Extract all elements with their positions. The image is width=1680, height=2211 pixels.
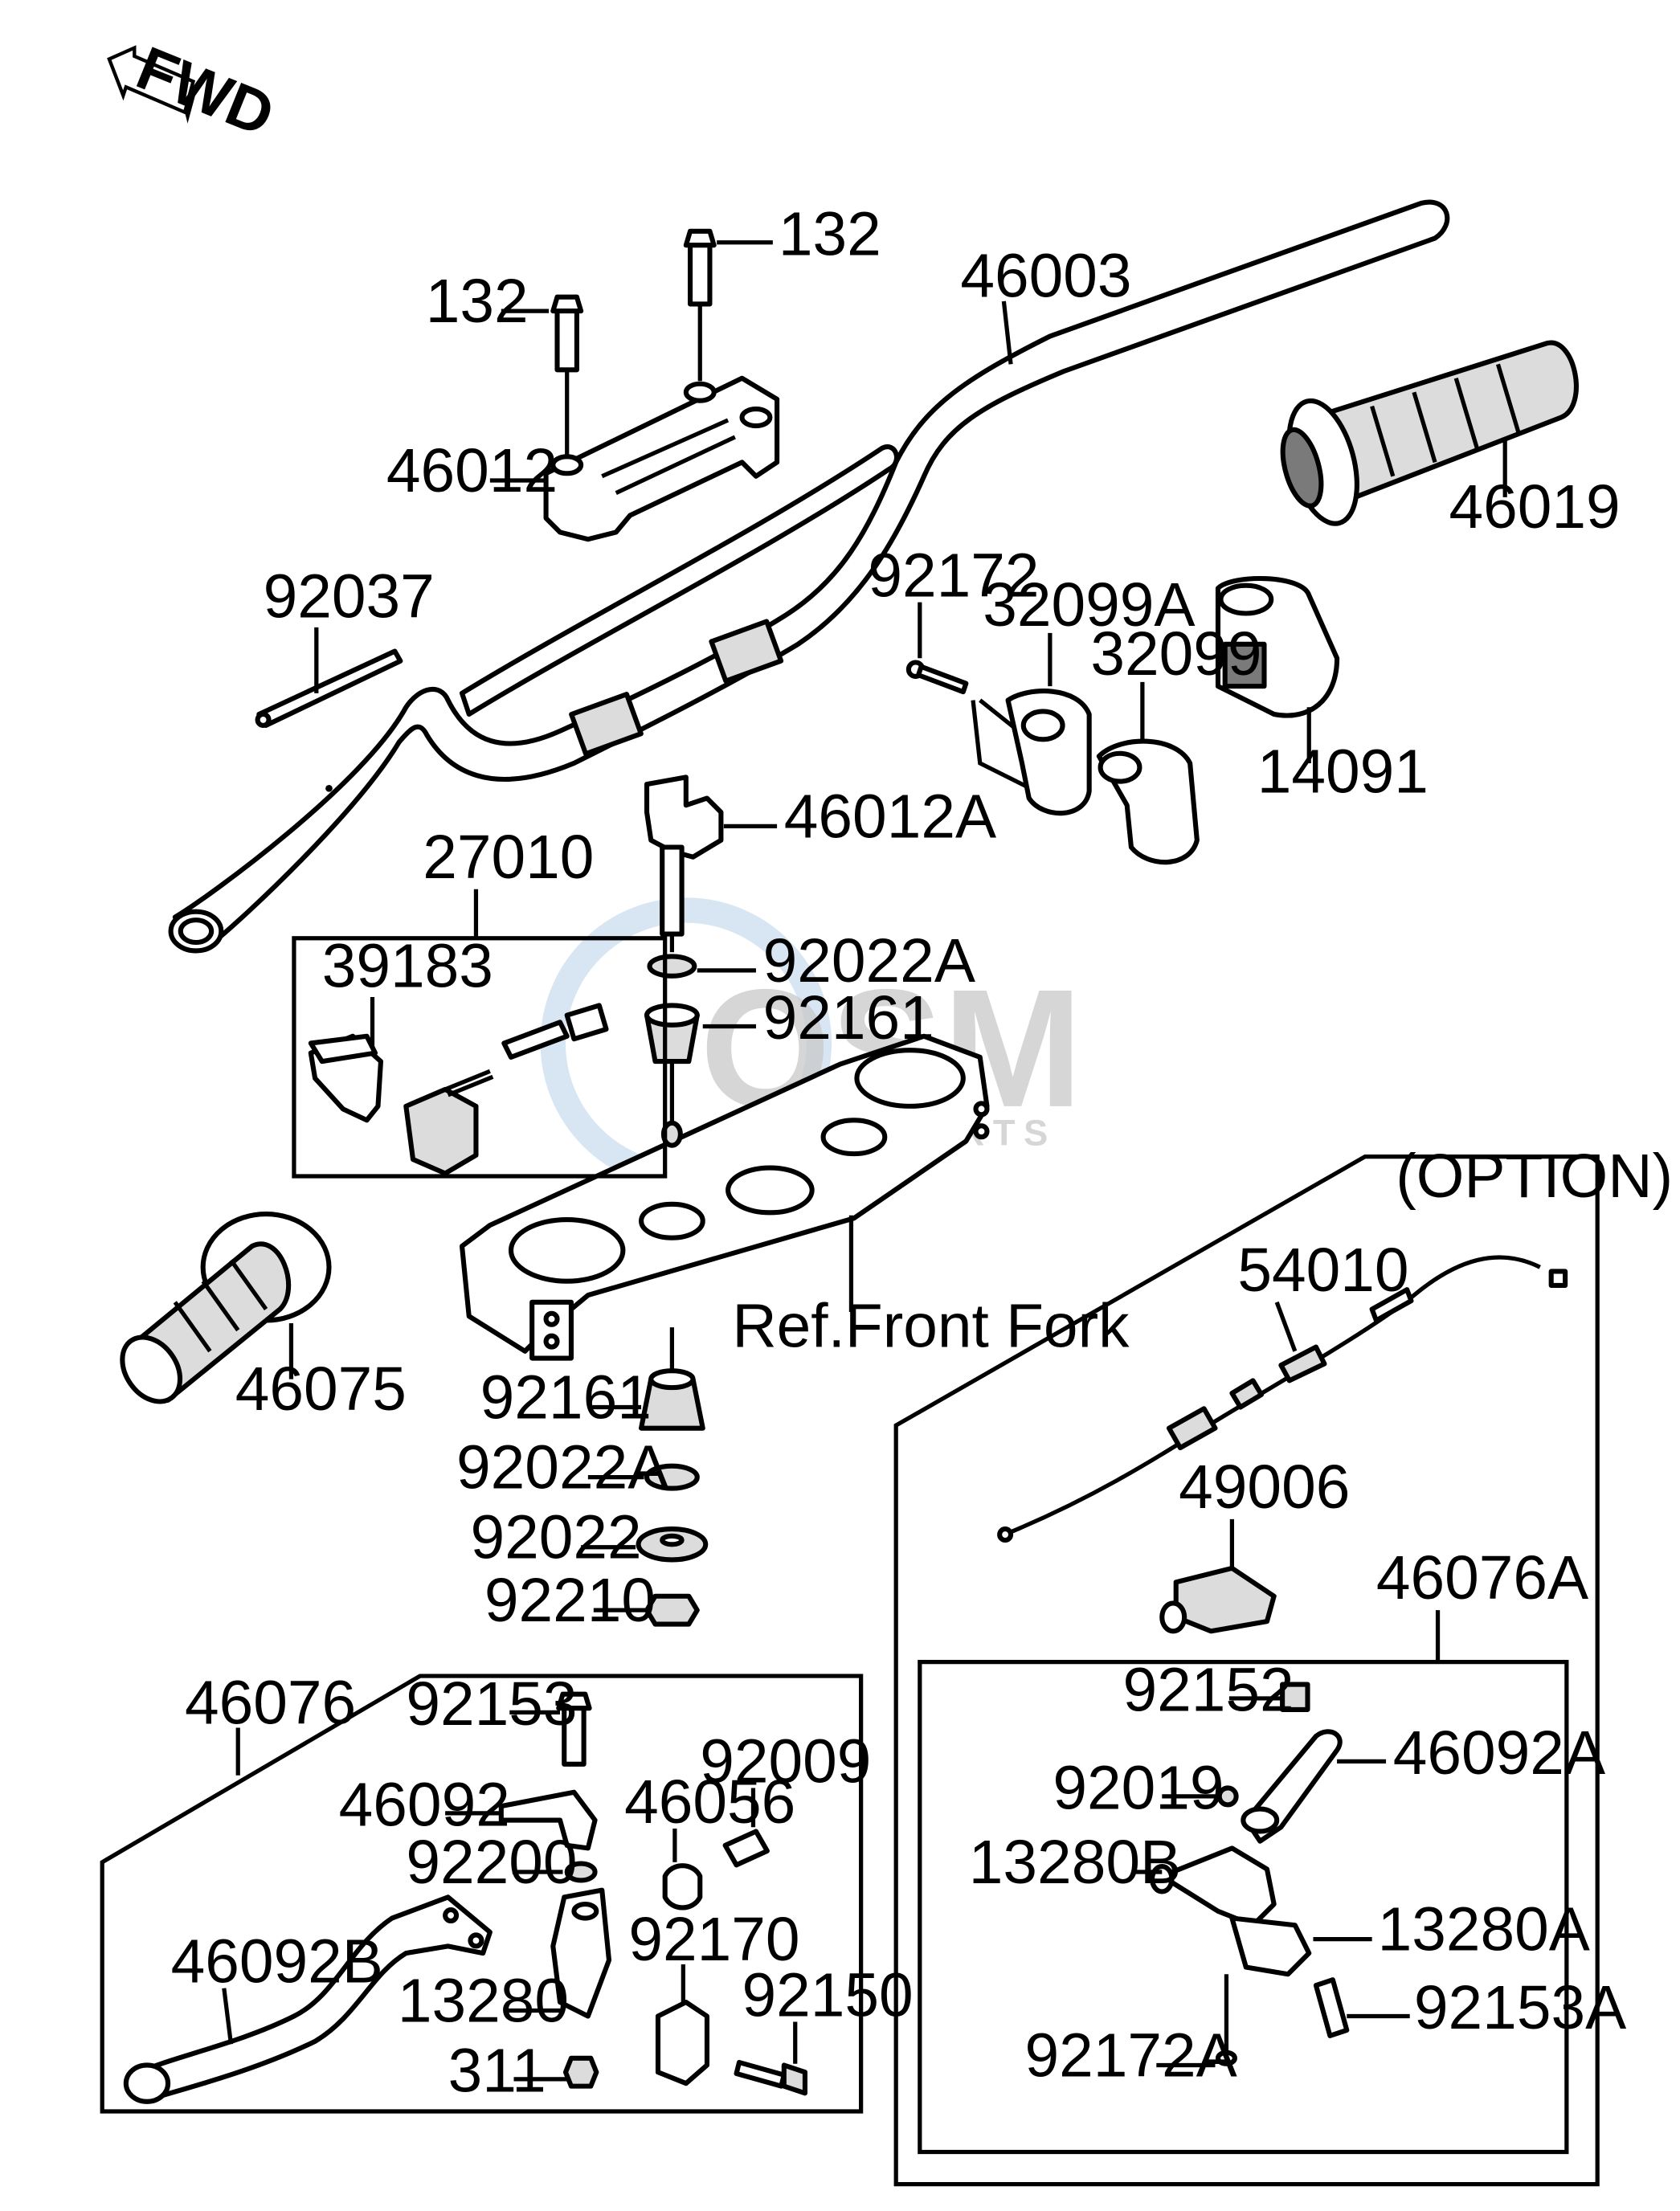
- label-27010: 27010: [423, 824, 594, 892]
- part-labels: 132 132 46003 46012 46019 92037 92172 32…: [171, 200, 1674, 2105]
- label-92161-upper: 92161: [763, 984, 934, 1052]
- label-311: 311: [448, 2037, 546, 2106]
- label-92153: 92153: [406, 1670, 577, 1739]
- throttle-housing-32099: [1096, 738, 1200, 865]
- label-92153A: 92153A: [1414, 1974, 1626, 2042]
- label-14091: 14091: [1257, 738, 1429, 807]
- washer-92022A-upper: [647, 954, 697, 979]
- bolt-132-right: [683, 228, 717, 382]
- label-39183: 39183: [322, 933, 493, 1001]
- label-92170: 92170: [628, 1906, 799, 1974]
- label-132-right: 132: [779, 200, 881, 268]
- kill-switch-group-box: [292, 936, 668, 1179]
- label-46019: 46019: [1449, 473, 1620, 542]
- grip-right: [1280, 340, 1579, 526]
- label-54010: 54010: [1237, 1236, 1408, 1305]
- forward-direction-icon: FWD: [107, 34, 284, 150]
- label-46056: 46056: [624, 1768, 795, 1837]
- washer-92022A-lower: [644, 1463, 700, 1491]
- label-13280: 13280: [398, 1967, 569, 2035]
- label-92009: 92009: [700, 1727, 871, 1796]
- label-46092: 46092: [339, 1772, 510, 1840]
- clutch-lever-group-box: [918, 1660, 1569, 2155]
- brake-lever-assembly: [123, 1691, 807, 2104]
- label-92172: 92172: [868, 542, 1039, 611]
- option-group-box: [893, 1154, 1600, 2187]
- label-46092A: 46092A: [1393, 1719, 1605, 1788]
- hot-start-lever-assembly: [1150, 1682, 1350, 2066]
- label-46076: 46076: [185, 1669, 356, 1737]
- clamp-upper: [543, 375, 780, 542]
- strap-92037: [255, 648, 403, 728]
- bolt-132-left: [550, 294, 584, 456]
- throttle-cover-14091: [1215, 576, 1340, 718]
- handlebar: [168, 199, 1450, 954]
- label-92210: 92210: [484, 1567, 656, 1635]
- label-46012A: 46012A: [784, 783, 996, 851]
- label-46092B: 46092B: [171, 1928, 383, 1996]
- label-92022A-lower: 92022A: [456, 1434, 668, 1502]
- label-92150: 92150: [742, 1961, 914, 2029]
- label-46075: 46075: [235, 1355, 407, 1424]
- kill-switch: [308, 1003, 609, 1176]
- cable-adjuster-49006: [1159, 1565, 1277, 1634]
- fwd-label: FWD: [128, 34, 284, 149]
- label-46012: 46012: [386, 437, 558, 505]
- label-13280A: 13280A: [1378, 1896, 1590, 1964]
- label-92172A: 92172A: [1025, 2021, 1237, 2090]
- label-49006: 49006: [1179, 1453, 1350, 1522]
- label-option: (OPTION): [1396, 1142, 1673, 1211]
- label-92161-lower: 92161: [480, 1363, 652, 1432]
- clutch-cable-54010: [997, 1255, 1568, 1543]
- label-132-left: 132: [426, 268, 529, 336]
- label-32099A: 32099A: [983, 571, 1195, 640]
- clamp-lower: [644, 774, 724, 953]
- leader-lines: [222, 240, 1507, 2082]
- grip-left: [120, 1211, 332, 1404]
- label-46003: 46003: [960, 243, 1131, 311]
- triple-clamp: [459, 1033, 990, 1361]
- label-92022: 92022: [470, 1504, 641, 1572]
- label-92037: 92037: [264, 563, 435, 631]
- label-92200: 92200: [406, 1829, 577, 1897]
- brake-lever-group-box: [100, 1674, 864, 2114]
- label-13280B: 13280B: [969, 1829, 1181, 1897]
- throttle-housing-32099A: [1005, 689, 1092, 816]
- label-92022A-upper: 92022A: [763, 927, 975, 995]
- label-ref-front-fork: Ref.Front Fork: [732, 1293, 1130, 1361]
- throttle-bolt-92172: [905, 660, 969, 695]
- label-92019: 92019: [1053, 1755, 1224, 1823]
- label-92152: 92152: [1122, 1657, 1294, 1725]
- label-32099: 32099: [1090, 620, 1261, 689]
- label-46076A: 46076A: [1376, 1544, 1588, 1612]
